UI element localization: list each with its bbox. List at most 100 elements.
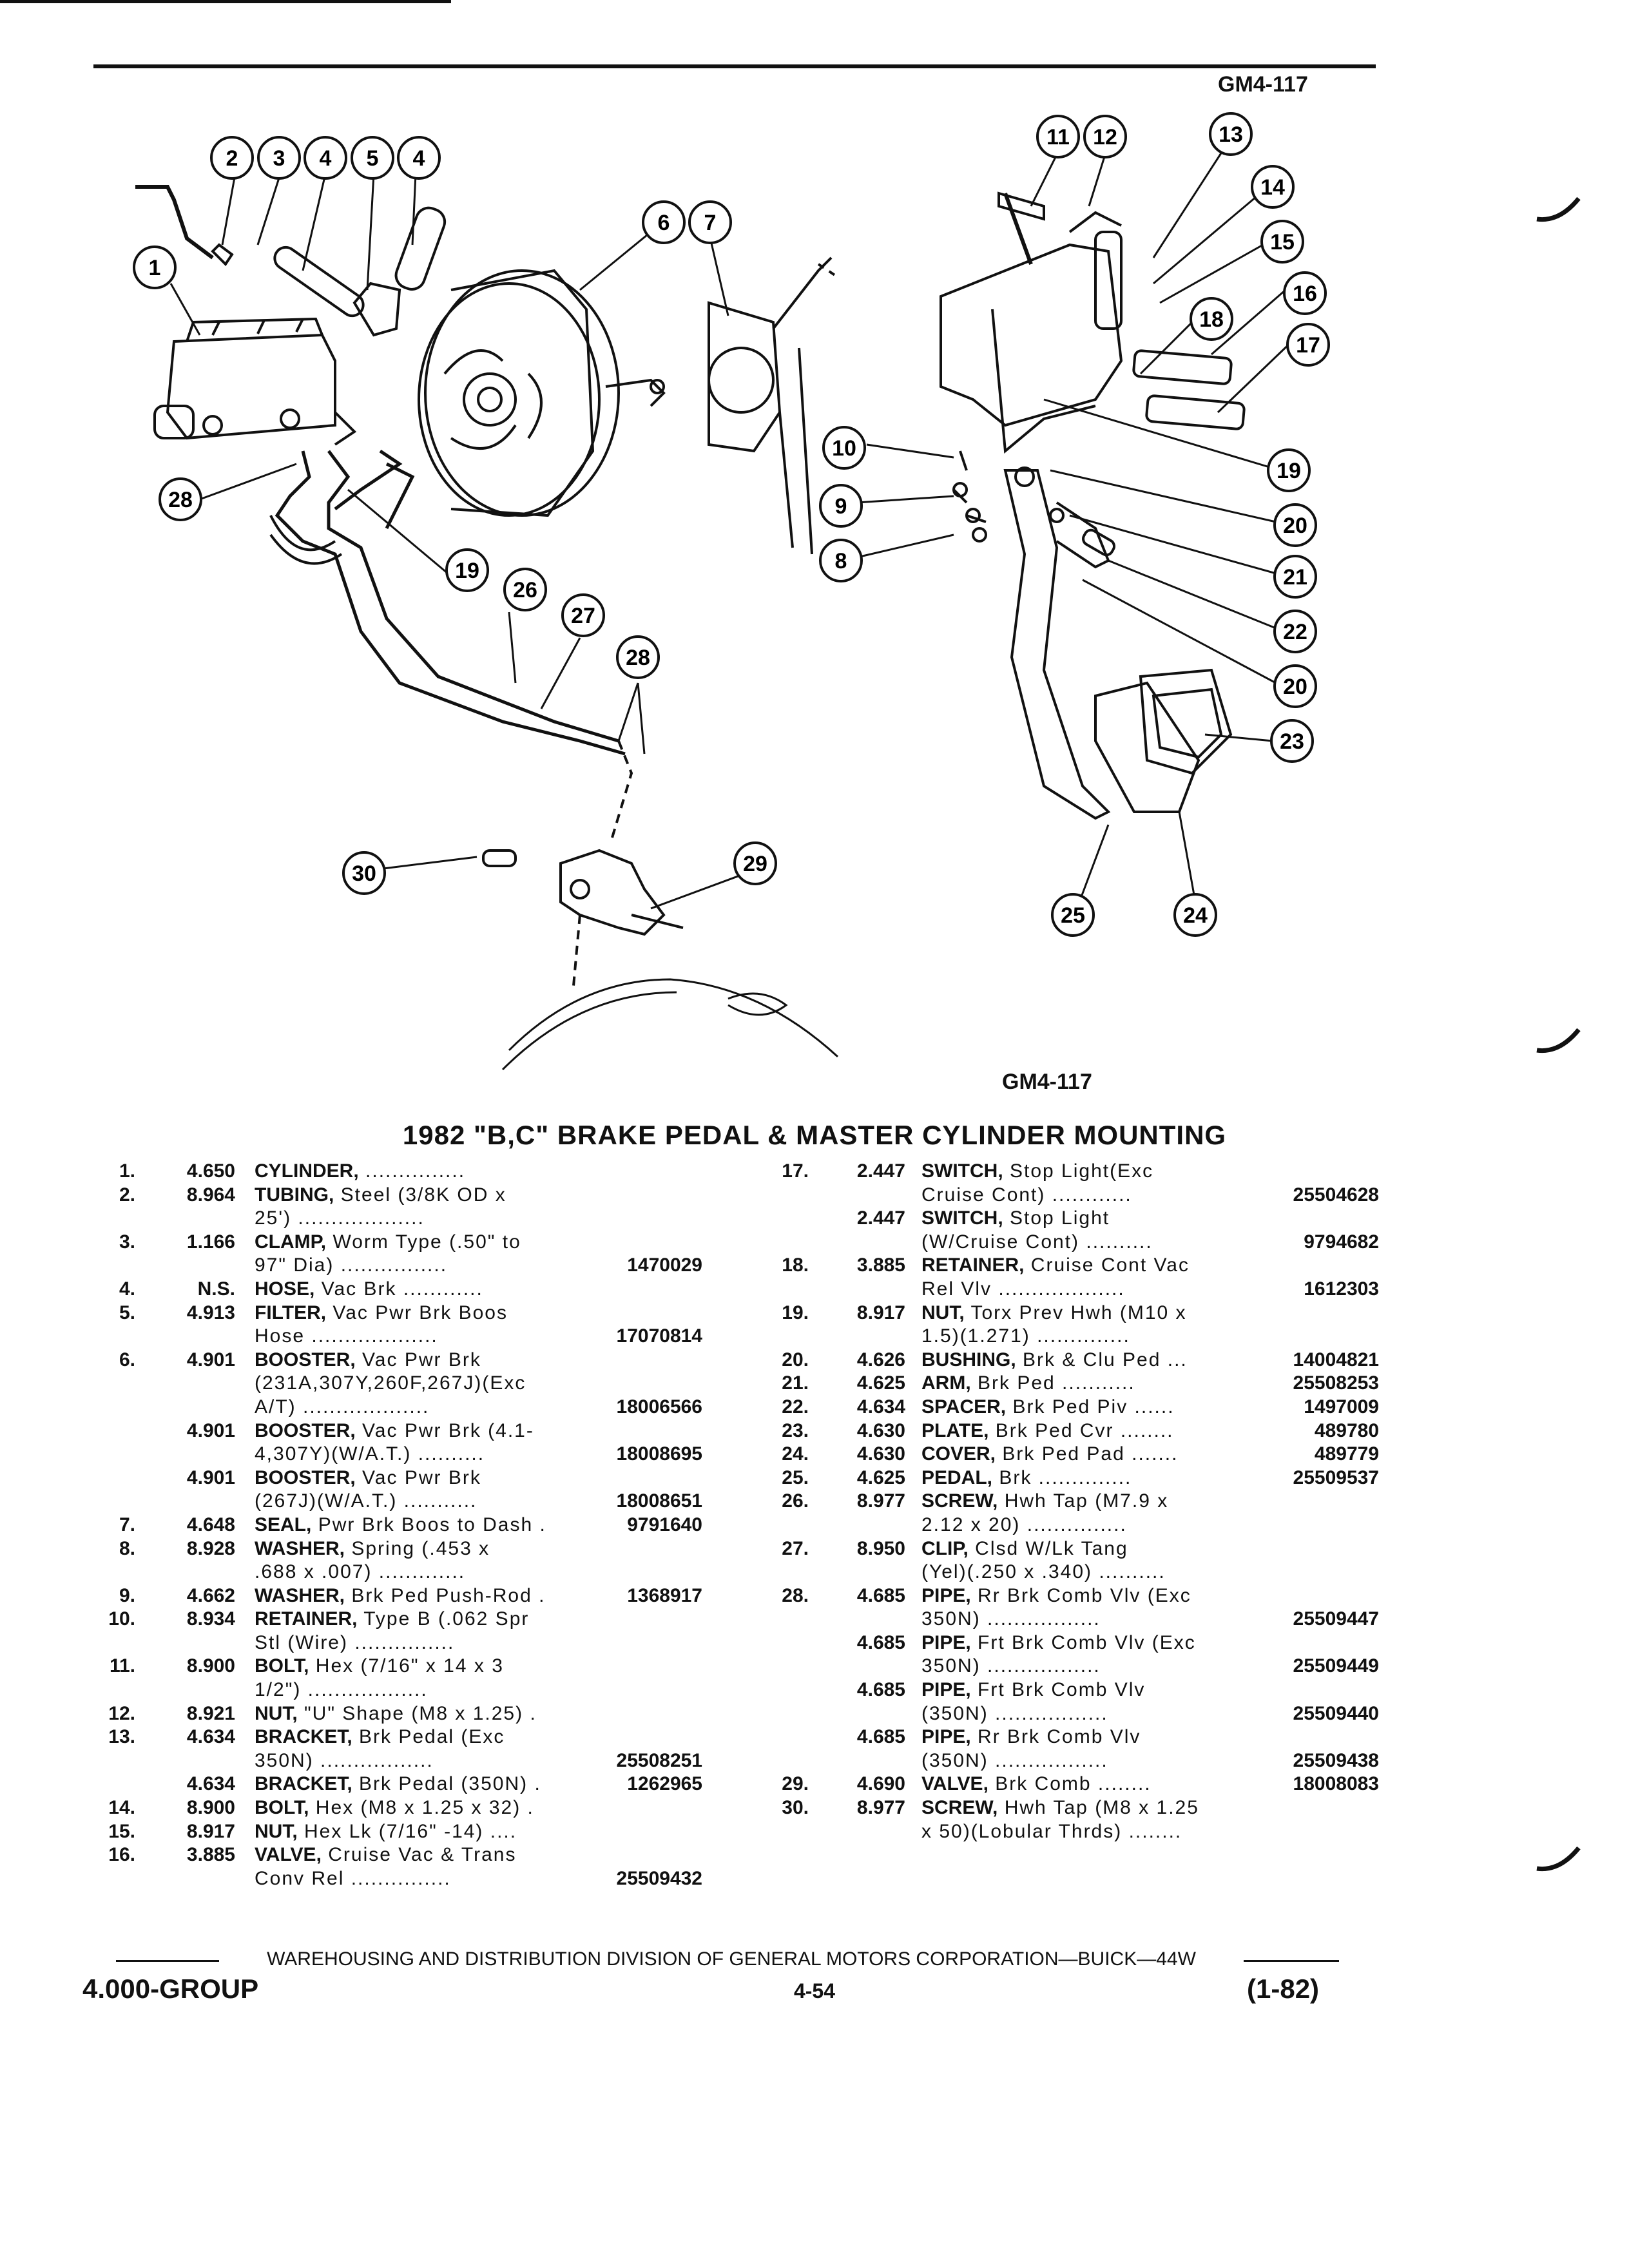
group-code: 4.625: [856, 1466, 905, 1488]
part-detail: .688 x .007) .............: [255, 1561, 466, 1583]
item-number: 29.: [782, 1773, 809, 1795]
part-detail: 350N) .................: [921, 1655, 1101, 1677]
part-number: 1470029: [624, 1254, 702, 1278]
group-code: 4.685: [856, 1679, 905, 1701]
callout-30: 30: [342, 851, 386, 895]
part-number: 1262965: [624, 1773, 702, 1797]
callout-17: 17: [1286, 323, 1330, 367]
part-description: SWITCH, Stop Light(Exc: [921, 1160, 1379, 1184]
group-code: 4.901: [186, 1419, 235, 1441]
part-description: SPACER, Brk Ped Piv ......: [921, 1396, 1379, 1419]
part-description: 350N) .................: [921, 1608, 1379, 1631]
part-name: BOLT,: [255, 1655, 309, 1677]
group-code: 4.626: [856, 1349, 905, 1370]
part-description: FILTER, Vac Pwr Brk Boos: [255, 1302, 702, 1325]
footer-group: 4.000-GROUP: [82, 1974, 259, 2004]
callout-10: 10: [822, 426, 866, 470]
part-number: 18006566: [613, 1395, 702, 1419]
group-code: 8.917: [856, 1302, 905, 1323]
part-number: 25509449: [1290, 1655, 1379, 1679]
part-description: BUSHING, Brk & Clu Ped ...: [921, 1349, 1379, 1372]
part-number: 25508251: [613, 1749, 702, 1773]
parts-row: Conv Rel ...............25509432: [52, 1867, 702, 1891]
part-description: Hose ...................: [255, 1325, 702, 1349]
part-number: 25509440: [1290, 1702, 1379, 1726]
svg-text:21: 21: [1283, 565, 1307, 590]
part-description: (Yel)(.250 x .340) ..........: [921, 1561, 1379, 1584]
top-edge-fragment: [0, 0, 451, 3]
part-detail: 1.5)(1.271) ..............: [921, 1325, 1130, 1347]
callout-1: 1: [133, 245, 177, 289]
svg-text:5: 5: [367, 146, 379, 171]
part-name: WASHER,: [255, 1537, 345, 1559]
item-number: 25.: [782, 1466, 809, 1488]
part-name: CYLINDER,: [255, 1160, 359, 1182]
header-rule: [93, 64, 1376, 68]
group-code: 3.885: [186, 1844, 235, 1866]
part-description: WASHER, Brk Ped Push-Rod .: [255, 1584, 702, 1608]
part-detail: Vac Pwr Brk (4.1-: [355, 1419, 534, 1441]
part-description: 1.5)(1.271) ..............: [921, 1325, 1379, 1349]
part-detail: Hwh Tap (M8 x 1.25: [998, 1797, 1199, 1819]
callout-25: 25: [1051, 893, 1095, 937]
part-detail: Vac Pwr Brk: [355, 1349, 481, 1370]
part-description: BOOSTER, Vac Pwr Brk: [255, 1349, 702, 1372]
part-name: TUBING,: [255, 1184, 334, 1206]
part-detail: Type B (.062 Spr: [357, 1608, 530, 1630]
part-detail: Brk Pedal (350N) .: [352, 1773, 541, 1795]
parts-row: (350N) .................25509440: [747, 1702, 1379, 1726]
part-number: 9791640: [624, 1513, 702, 1537]
part-number: 25504628: [1290, 1183, 1379, 1207]
part-detail: Frt Brk Comb Vlv (Exc: [970, 1631, 1196, 1653]
part-description: 350N) .................: [921, 1655, 1379, 1678]
part-name: BOOSTER,: [255, 1419, 356, 1441]
part-name: ARM,: [921, 1372, 971, 1394]
part-name: PLATE,: [921, 1419, 989, 1441]
callout-24: 24: [1173, 893, 1217, 937]
parts-row: 25') ...................: [52, 1207, 702, 1231]
group-code: 4.650: [186, 1160, 235, 1182]
group-code: 2.447: [856, 1207, 905, 1229]
parts-row: 1/2") ..................: [52, 1678, 702, 1702]
part-name: CLAMP,: [255, 1231, 327, 1253]
callout-16: 16: [1283, 271, 1327, 315]
part-number: 18008083: [1290, 1773, 1379, 1797]
part-detail: Stop Light: [1003, 1207, 1110, 1229]
item-number: 26.: [782, 1490, 809, 1512]
part-name: NUT,: [255, 1820, 298, 1842]
group-code: 8.900: [186, 1797, 235, 1819]
callout-12: 12: [1083, 115, 1127, 159]
part-detail: 350N) .................: [255, 1749, 434, 1771]
svg-text:19: 19: [455, 559, 479, 583]
svg-text:10: 10: [832, 436, 856, 461]
part-number: 9794682: [1301, 1230, 1379, 1254]
part-number: 25509432: [613, 1867, 702, 1891]
booster: [418, 269, 666, 517]
svg-text:11: 11: [1046, 125, 1070, 149]
callout-13: 13: [1209, 112, 1253, 156]
svg-text:18: 18: [1199, 307, 1224, 332]
part-name: RETAINER,: [921, 1254, 1025, 1276]
part-name: NUT,: [255, 1702, 298, 1724]
footer-page-number: 4-54: [793, 1979, 836, 2003]
part-detail: Vac Brk ............: [314, 1278, 483, 1300]
part-description: NUT, Hex Lk (7/16" -14) ....: [255, 1820, 702, 1844]
brake-pedal-arm: [1003, 466, 1233, 820]
callout-8: 8: [819, 539, 863, 582]
part-number: 1612303: [1301, 1277, 1379, 1302]
part-detail: Torx Prev Hwh (M10 x: [964, 1302, 1187, 1323]
item-number: 4.: [119, 1278, 135, 1300]
group-code: 4.690: [856, 1773, 905, 1795]
part-description: NUT, Torx Prev Hwh (M10 x: [921, 1302, 1379, 1325]
part-detail: 4,307Y)(W/A.T.) ..........: [255, 1443, 485, 1465]
